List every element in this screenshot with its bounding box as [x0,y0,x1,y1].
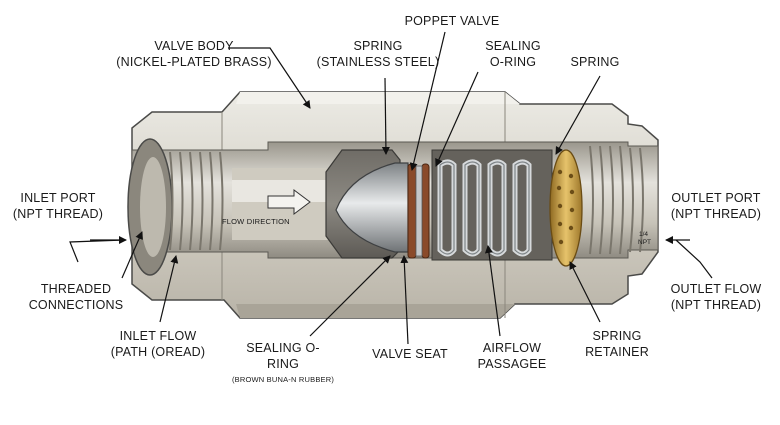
flow-direction-arrow: FLOW DIRECTION [222,189,311,226]
valve-body-material-label: (NICKEL-PLATED BRASS) [116,55,271,69]
outlet-port-label: OUTLET PORT [671,191,760,205]
svg-text:NPT: NPT [638,239,651,246]
spring-retainer [549,149,583,267]
threaded-connections-label: THREADED [41,282,111,296]
airflow-passage-label: AIRFLOW [483,341,541,355]
spring-label: SPRING [353,39,402,53]
svg-text:CONNECTIONS: CONNECTIONS [29,298,124,312]
leader-lines [69,31,713,345]
sealing-o-ring-2 [421,163,430,259]
svg-text:(NPT THREAD): (NPT THREAD) [671,298,761,312]
sealing-o-ring-bottom-label: SEALING O- [246,341,320,355]
outlet-threads [589,145,644,255]
sealing-o-ring-label: SEALING [485,39,541,53]
inlet-threads [169,151,224,251]
sealing-o-ring [407,163,417,259]
svg-text:O-RING: O-RING [490,55,536,69]
valve-illustration: FLOW DIRECTION 1/4 NPT [127,91,659,319]
spring-material-label: (STAINLESS STEEL) [317,55,440,69]
inlet-port-label: INLET PORT [20,191,95,205]
spring-retainer-label: SPRING [592,329,641,343]
svg-text:(NPT THREAD): (NPT THREAD) [13,207,103,221]
svg-text:(NPT THREAD): (NPT THREAD) [671,207,761,221]
npt-size-mark: 1/4 [639,231,648,238]
svg-text:RETAINER: RETAINER [585,345,649,359]
outlet-flow-label: OUTLET FLOW [671,282,762,296]
coil-spring [437,159,532,257]
valve-seat-label: VALVE SEAT [372,347,448,361]
sealing-o-ring-material-note: (BROWN BUNA-N RUBBER) [232,375,334,384]
inlet-flow-label: INLET FLOW [120,329,197,343]
flow-direction-label: FLOW DIRECTION [222,217,290,226]
poppet-valve-label: POPPET VALVE [405,14,500,28]
poppet-valve [335,162,409,253]
valve-body-label: VALVE BODY [154,39,234,53]
svg-text:RING: RING [267,357,299,371]
svg-text:PASSAGEE: PASSAGEE [478,357,547,371]
labels: VALVE BODY (NICKEL-PLATED BRASS) SPRING … [13,14,762,384]
svg-text:(PATH (OREAD): (PATH (OREAD) [111,345,206,359]
spring-right-label: SPRING [570,55,619,69]
